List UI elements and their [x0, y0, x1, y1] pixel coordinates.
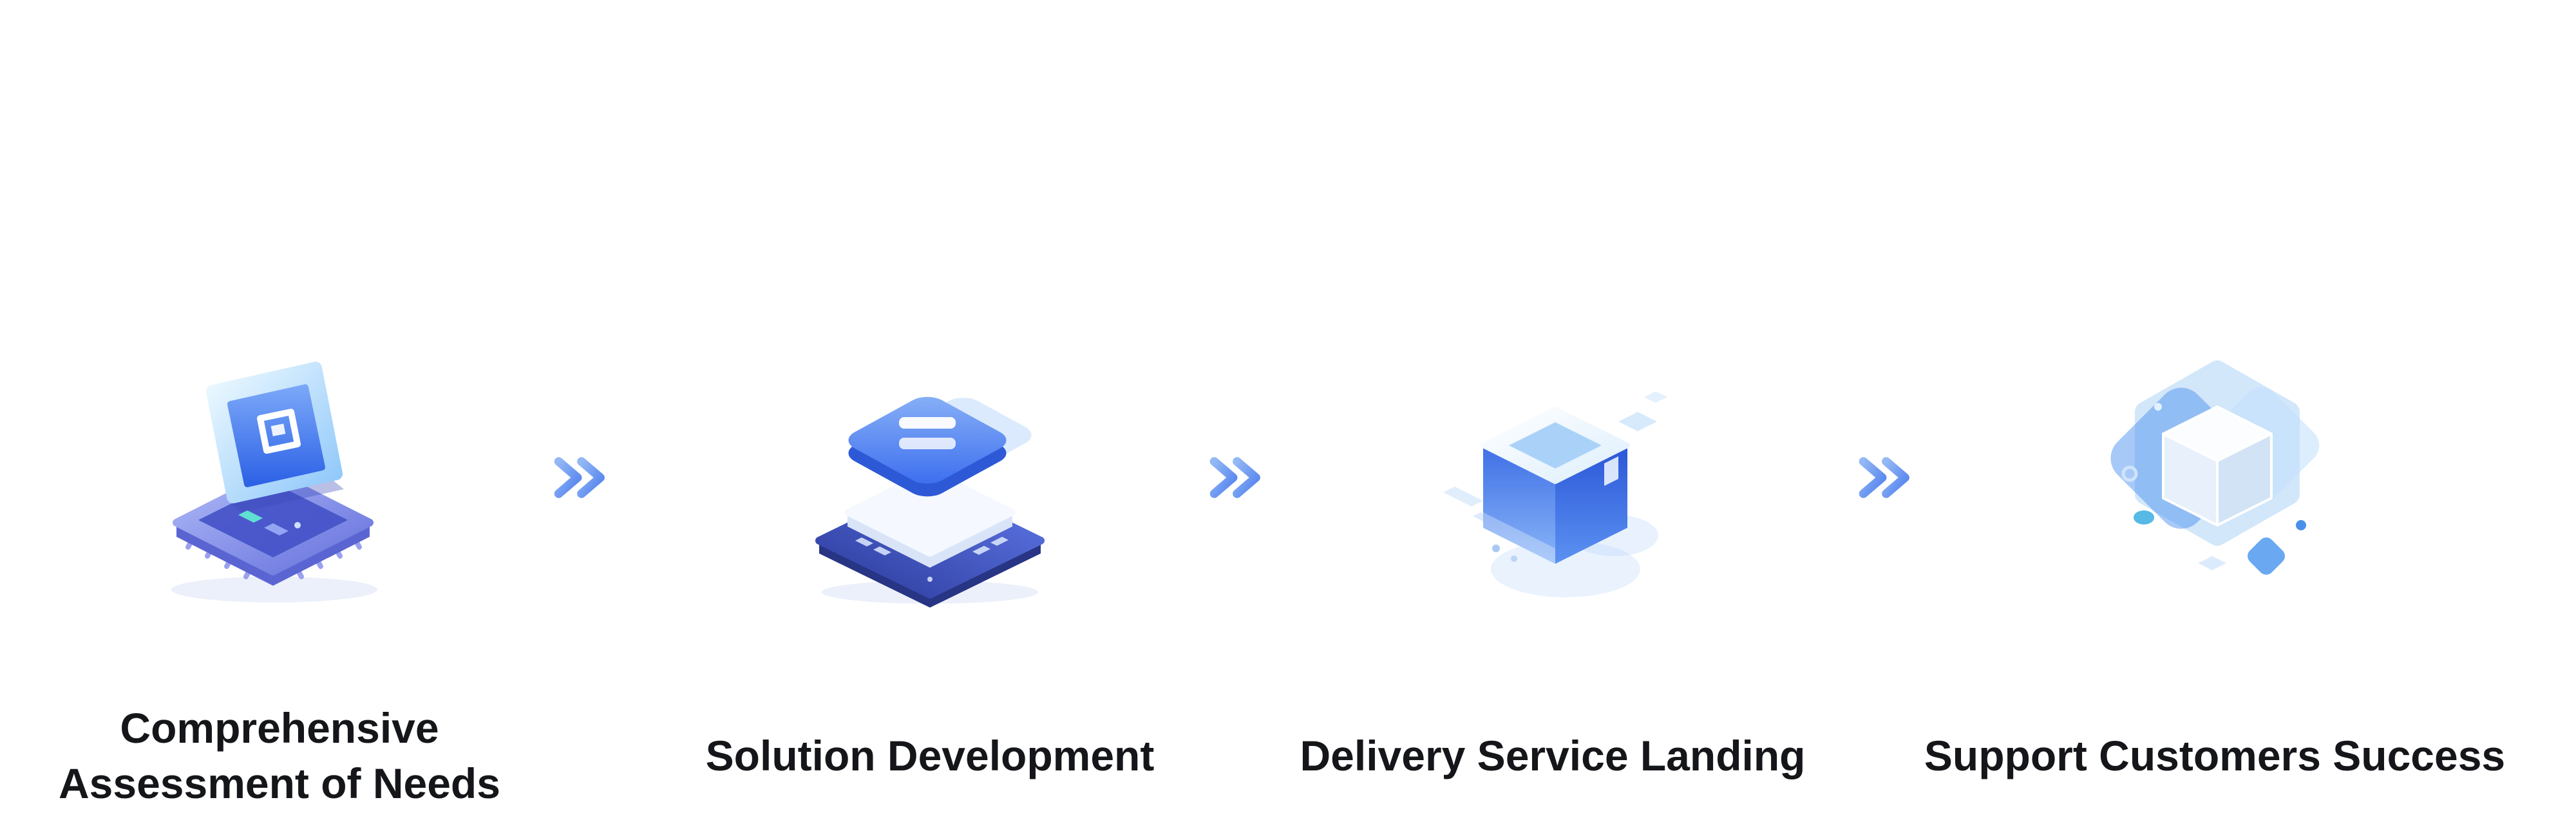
cube-cluster-icon — [2073, 335, 2356, 611]
step-label-delivery: Delivery Service Landing — [1300, 689, 1805, 824]
flow-step-support: Support Customers Success — [1906, 335, 2524, 824]
step-label-development: Solution Development — [706, 689, 1155, 824]
chip-screen-icon — [138, 335, 421, 611]
flow-step-assessment: Comprehensive Assessment of Needs — [0, 335, 589, 824]
flow-step-delivery: Delivery Service Landing — [1244, 335, 1862, 824]
step-label-line: Assessment of Needs — [59, 759, 500, 807]
double-chevron-right-icon — [551, 453, 615, 502]
step-label-line: Comprehensive — [120, 704, 439, 752]
flow-step-development: Solution Development — [621, 335, 1239, 824]
isometric-cube-icon — [1411, 335, 1694, 611]
double-chevron-right-icon — [1206, 453, 1271, 502]
step-label-support: Support Customers Success — [1924, 689, 2505, 824]
step-label-line: Delivery Service Landing — [1300, 732, 1806, 780]
stacked-layers-icon — [788, 335, 1072, 611]
step-label-line: Solution Development — [705, 732, 1155, 780]
double-chevron-right-icon — [1855, 453, 1920, 502]
step-label-line: Support Customers Success — [1924, 732, 2506, 780]
step-label-assessment: Comprehensive Assessment of Needs — [59, 689, 500, 824]
